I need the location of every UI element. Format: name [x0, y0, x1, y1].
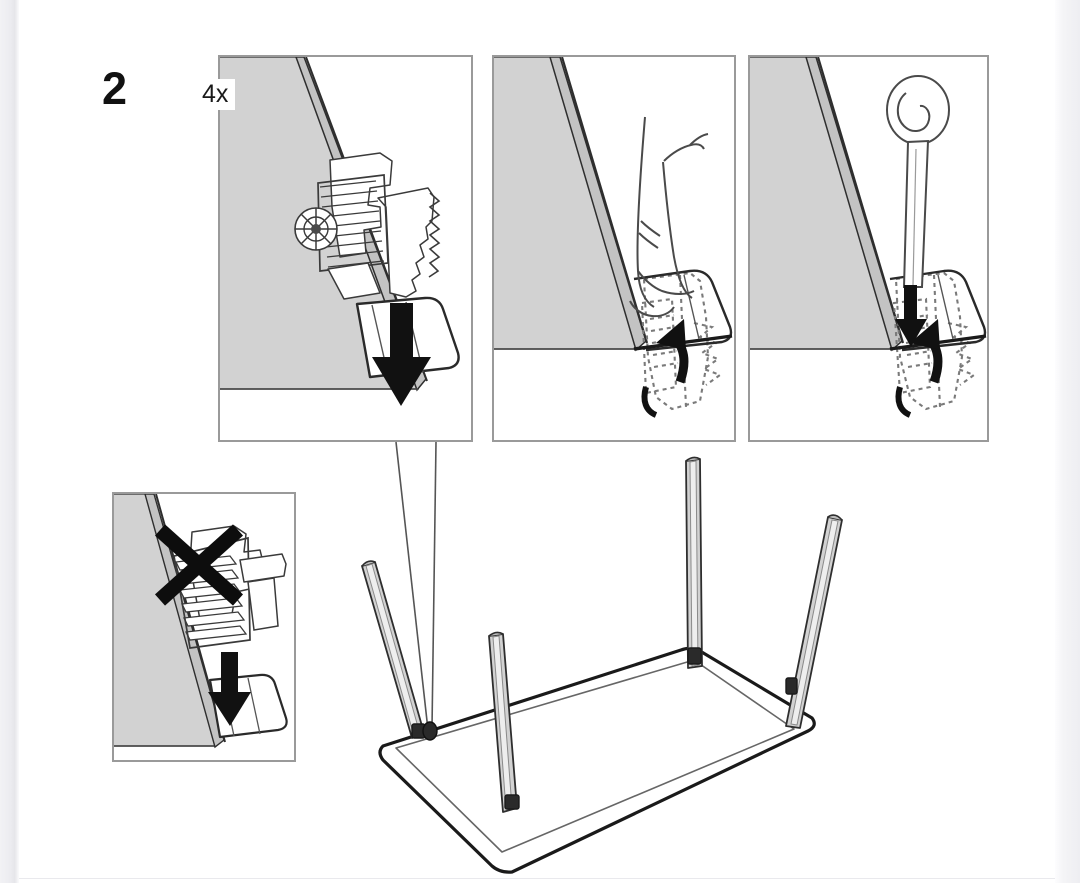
insert-bracket-panel — [218, 55, 473, 442]
press-with-tool-illustration — [750, 57, 987, 418]
page-right-edge — [1055, 0, 1080, 883]
step-number: 2 — [102, 63, 127, 114]
press-by-hand-illustration — [494, 57, 733, 418]
down-arrow — [372, 303, 431, 406]
curved-arrow-tail — [895, 386, 912, 418]
press-with-tool-panel — [748, 55, 989, 442]
loop-pin-tool — [886, 75, 950, 288]
page-left-edge — [0, 0, 19, 883]
curved-arrow-tail — [641, 386, 658, 418]
curved-up-arrow — [656, 319, 689, 384]
cam-screw-head — [294, 207, 338, 251]
incorrect-orientation-illustration — [114, 494, 288, 749]
quantity-badge: 4x — [196, 79, 236, 111]
hand-outline — [629, 116, 709, 318]
leg-body — [750, 57, 905, 352]
x-cross-icon — [154, 524, 244, 606]
down-arrow — [208, 652, 251, 726]
incorrect-orientation-panel — [112, 492, 296, 762]
down-arrow — [895, 285, 927, 347]
curved-up-arrow — [910, 319, 943, 384]
insert-bracket-illustration — [220, 57, 460, 406]
leg-body — [494, 57, 649, 352]
press-by-hand-panel — [492, 55, 736, 442]
cam-lock-bracket — [294, 152, 441, 300]
